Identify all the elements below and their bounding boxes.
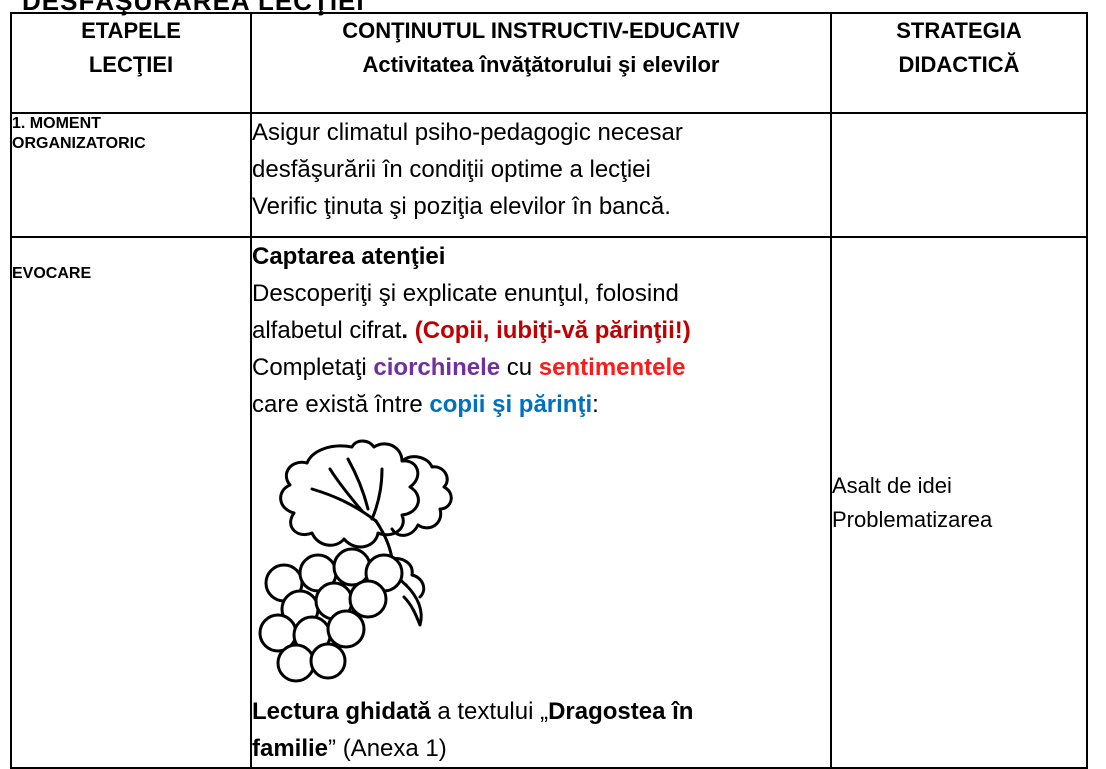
- header-strategy-line2: DIDACTICĂ: [898, 52, 1020, 77]
- header-stages-line1: ETAPELE: [81, 18, 181, 43]
- page-title: DESFĂŞURAREA LECŢIEI: [22, 0, 365, 16]
- table-row-organizatoric: 1. MOMENT ORGANIZATORIC Asigur climatul …: [10, 112, 1088, 238]
- content-line: care există între copii şi părinţi:: [252, 386, 830, 423]
- strategy-evocare: Asalt de idei Problematizarea: [830, 236, 1088, 769]
- strategy-item: Problematizarea: [832, 506, 993, 532]
- stage-line1: 1. MOMENT: [12, 115, 101, 132]
- header-content-line1: CONŢINUTUL INSTRUCTIV-EDUCATIV: [342, 18, 740, 43]
- highlight-copii-parinti: copii şi părinţi: [429, 391, 593, 418]
- text-alfabet: alfabetul cifrat: [252, 317, 402, 344]
- text-care-exista: care există între: [252, 391, 430, 418]
- section-title-captarea: Captarea atenţiei: [252, 243, 446, 270]
- highlight-ciorchinele: ciorchinele: [373, 354, 501, 381]
- stage-moment-organizatoric: 1. MOMENT ORGANIZATORIC: [10, 112, 252, 238]
- header-strategy-line1: STRATEGIA: [896, 18, 1022, 43]
- stage-line2: ORGANIZATORIC: [12, 135, 146, 152]
- header-stages: ETAPELE LECŢIEI: [10, 12, 252, 114]
- content-line: desfăşurării în condiţii optime a lecţie…: [252, 156, 651, 183]
- header-content: CONŢINUTUL INSTRUCTIV-EDUCATIV Activitat…: [250, 12, 832, 114]
- content-line: familie” (Anexa 1): [252, 730, 830, 767]
- strategy-item: Asalt de idei: [832, 472, 952, 498]
- highlight-message: (Copii, iubiţi-vă părinţii!): [408, 317, 691, 344]
- text-a-textului: a textului „: [430, 698, 549, 725]
- lesson-table: ETAPELE LECŢIEI CONŢINUTUL INSTRUCTIV-ED…: [10, 12, 1088, 769]
- text-title-part2: familie: [252, 735, 329, 762]
- header-strategy: STRATEGIA DIDACTICĂ: [830, 12, 1088, 114]
- content-line: Lectura ghidată a textului „Dragostea în: [252, 693, 830, 730]
- text-dot: .: [401, 317, 409, 344]
- header-stages-line2: LECŢIEI: [88, 52, 174, 77]
- content-line: Completaţi ciorchinele cu sentimentele: [252, 349, 830, 386]
- header-row: ETAPELE LECŢIEI CONŢINUTUL INSTRUCTIV-ED…: [10, 12, 1088, 114]
- text-lectura-ghidata: Lectura ghidată: [252, 698, 431, 725]
- stage-evocare: EVOCARE: [10, 236, 252, 769]
- header-content-line2: Activitatea învăţătorului şi elevilor: [362, 52, 720, 77]
- text-anexa: ” (Anexa 1): [328, 735, 447, 762]
- strategy-organizatoric: [830, 112, 1088, 238]
- table-row-evocare: EVOCARE Captarea atenţiei Descoperiţi şi…: [10, 236, 1088, 769]
- content-evocare: Captarea atenţiei Descoperiţi şi explica…: [250, 236, 832, 769]
- content-line: Verific ţinuta şi poziţia elevilor în ba…: [252, 193, 671, 220]
- text-colon: :: [592, 391, 599, 418]
- grapes-icon: [258, 439, 453, 683]
- highlight-sentimentele: sentimentele: [538, 354, 686, 381]
- content-line: Descoperiţi şi explicate enunţul, folosi…: [252, 280, 679, 307]
- text-completati: Completaţi: [252, 354, 374, 381]
- text-cu: cu: [500, 354, 539, 381]
- content-line: alfabetul cifrat. (Copii, iubiţi-vă pări…: [252, 312, 830, 349]
- content-line: Asigur climatul psiho-pedagogic necesar: [252, 119, 683, 146]
- content-organizatoric: Asigur climatul psiho-pedagogic necesar …: [250, 112, 832, 238]
- text-title-part1: Dragostea în: [548, 698, 694, 725]
